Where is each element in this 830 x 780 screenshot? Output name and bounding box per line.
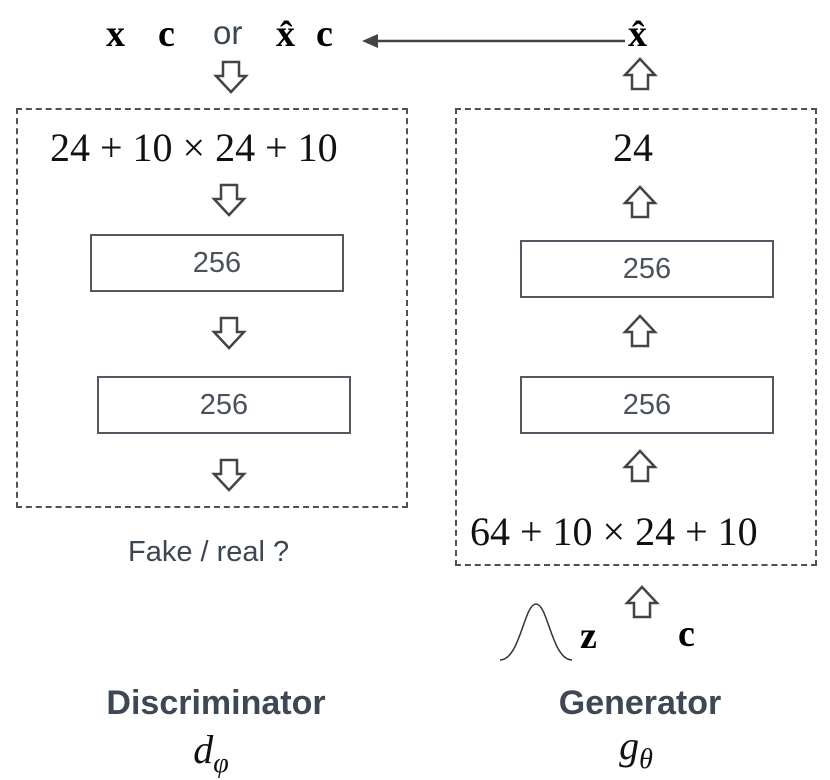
up-arrow-icon xyxy=(622,185,658,219)
symbol-subscript: φ xyxy=(213,748,229,779)
generator-input-dims: 64 + 10 × 24 + 10 xyxy=(470,509,758,554)
up-arrow-icon xyxy=(622,314,658,348)
generator-hidden-layer-2: 256 xyxy=(520,376,774,434)
generator-symbol: gθ xyxy=(619,722,653,776)
discriminator-box xyxy=(16,108,408,508)
input-c2-label: c xyxy=(316,13,333,55)
symbol-subscript: θ xyxy=(639,744,653,775)
layer-size-label: 256 xyxy=(622,252,672,285)
discriminator-hidden-layer-2: 256 xyxy=(97,376,351,434)
generator-box xyxy=(455,108,817,566)
layer-size-label: 256 xyxy=(192,246,242,279)
up-arrow-icon xyxy=(622,449,658,483)
up-arrow-icon xyxy=(624,585,660,619)
feedback-arrow xyxy=(362,34,625,48)
noise-z-label: z xyxy=(580,615,597,657)
down-arrow-icon xyxy=(211,458,247,492)
discriminator-output-label: Fake / real ? xyxy=(128,536,290,568)
condition-c-label: c xyxy=(678,613,695,655)
generator-output-dims: 24 xyxy=(613,125,653,170)
generator-title: Generator xyxy=(558,684,722,722)
or-label: or xyxy=(213,14,243,51)
input-x-label: x xyxy=(106,13,125,55)
up-arrow-icon xyxy=(622,57,658,91)
symbol-main: g xyxy=(619,723,640,768)
generator-hidden-layer-1: 256 xyxy=(520,240,774,298)
input-xhat-label: x̂ xyxy=(276,13,295,55)
gaussian-noise-curve xyxy=(499,603,573,661)
symbol-main: d xyxy=(193,727,214,772)
layer-size-label: 256 xyxy=(622,388,672,421)
discriminator-input-dims: 24 + 10 × 24 + 10 xyxy=(50,125,338,170)
down-arrow-icon xyxy=(211,316,247,350)
input-c-label: c xyxy=(158,13,175,55)
down-arrow-icon xyxy=(213,60,249,94)
layer-size-label: 256 xyxy=(199,388,249,421)
down-arrow-icon xyxy=(211,183,247,217)
discriminator-symbol: dφ xyxy=(193,726,229,780)
generator-output-xhat-label: x̂ xyxy=(628,13,647,55)
discriminator-hidden-layer-1: 256 xyxy=(90,234,344,292)
discriminator-title: Discriminator xyxy=(106,684,326,722)
